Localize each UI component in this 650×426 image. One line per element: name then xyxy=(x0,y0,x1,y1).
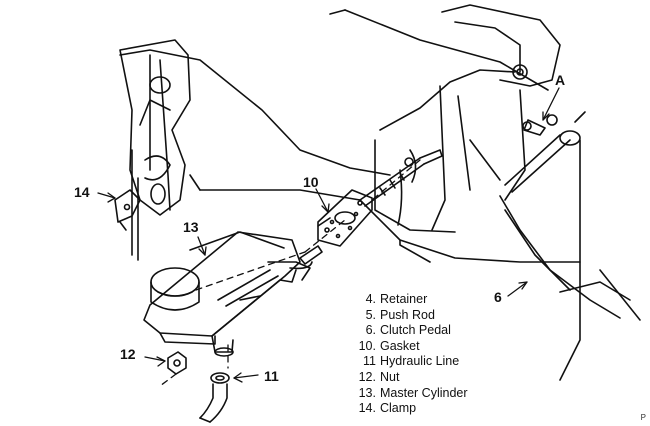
reservoir-bracket xyxy=(119,39,191,261)
legend-number: 13. xyxy=(358,385,376,400)
firewall-panel xyxy=(119,9,641,381)
legend-number: 10. xyxy=(358,338,376,353)
legend-item: 12. Nut xyxy=(340,370,468,386)
callout-12: 12 xyxy=(120,346,136,362)
legend-item: 13. Master Cylinder xyxy=(340,386,468,402)
alignment-lines xyxy=(159,159,421,387)
clamp xyxy=(114,189,141,231)
legend-number: 5. xyxy=(365,307,376,322)
nut xyxy=(167,351,187,375)
legend-item: 5. Push Rod xyxy=(340,308,468,324)
legend-label: Master Cylinder xyxy=(380,385,468,400)
legend-number: 11 xyxy=(363,354,376,369)
legend-label: Gasket xyxy=(380,338,420,353)
legend-label: Nut xyxy=(380,369,400,384)
callout-13: 13 xyxy=(183,219,199,235)
legend-item: 11 Hydraulic Line xyxy=(340,354,468,370)
master-cylinder xyxy=(143,231,313,357)
legend-label: Retainer xyxy=(380,292,428,306)
callout-arrows xyxy=(97,87,560,383)
legend-label: Clamp xyxy=(380,401,417,416)
legend-item: 14. Clamp xyxy=(340,401,468,417)
gasket xyxy=(317,189,373,247)
retainer-detail xyxy=(522,119,546,136)
legend-item: 4. Retainer xyxy=(340,292,468,308)
legend-label: Push Rod xyxy=(380,307,435,322)
callout-14: 14 xyxy=(74,184,90,200)
callout-a: A xyxy=(555,72,566,88)
legend-number: 4. xyxy=(365,292,376,306)
legend-label: Clutch Pedal xyxy=(380,323,451,338)
legend-number: 14. xyxy=(358,401,376,416)
legend-item: 6. Clutch Pedal xyxy=(340,323,468,339)
corner-mark: P xyxy=(640,413,646,422)
legend-label: Hydraulic Line xyxy=(380,354,460,369)
legend-item: 10. Gasket xyxy=(340,339,468,355)
callout-10: 10 xyxy=(303,174,319,190)
hydraulic-line xyxy=(199,372,230,423)
pedal-bracket xyxy=(374,4,561,233)
legend-number: 6. xyxy=(365,323,376,338)
parts-legend: 4. Retainer 5. Push Rod 6. Clutch Pedal 10.… xyxy=(340,292,468,417)
mounting-studs xyxy=(299,217,331,265)
callout-6: 6 xyxy=(494,289,502,305)
push-rod xyxy=(359,149,443,207)
callout-11: 11 xyxy=(264,368,279,384)
legend-number: 12. xyxy=(358,369,376,384)
clutch-pedal xyxy=(499,111,631,319)
